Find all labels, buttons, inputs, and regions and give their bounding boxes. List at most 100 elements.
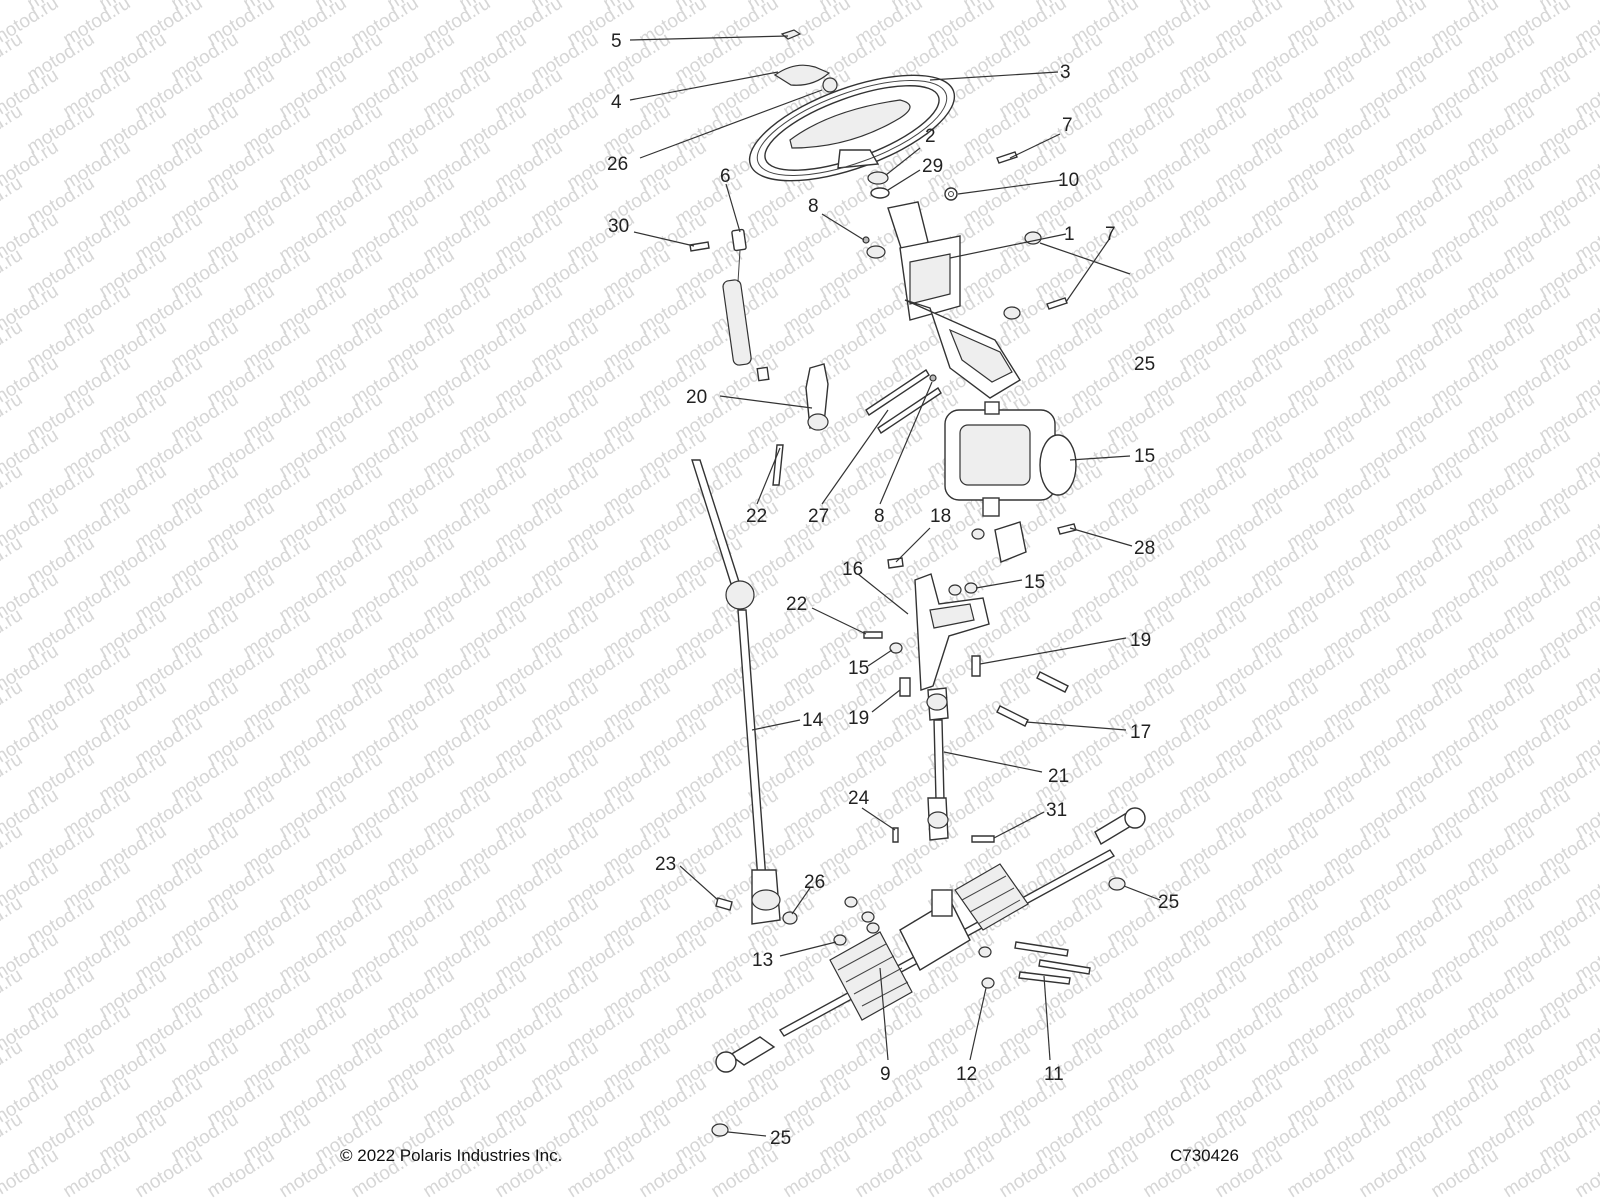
callout-17: 17 [1130,722,1151,743]
callout-28: 28 [1134,538,1155,559]
part-lower-shaft-21 [926,687,949,841]
part-nut-15-b [964,582,978,594]
watermark-text: motod.ru [1356,1145,1431,1200]
part-intermediate-shaft-14 [691,459,781,925]
watermark-text: motod.ru [0,533,26,591]
callout-9: 9 [880,1064,891,1085]
part-column-bracket [866,201,1021,399]
callout-10: 10 [1058,170,1079,191]
watermark-text: motod.ru [0,965,26,1023]
part-gas-strut [722,228,770,382]
part-bolt-19-left [899,677,911,697]
watermark-text: motod.ru [0,29,26,87]
watermark-text: motod.ru [60,1145,135,1200]
callout-27: 27 [808,506,829,527]
copyright-notice: © 2022 Polaris Industries Inc. [340,1146,563,1165]
part-nut-13-c [866,922,880,934]
watermark-text: motod.ru [780,1145,855,1200]
watermark-text: motod.ru [1500,1145,1575,1200]
callout-29: 29 [922,156,943,177]
callout-16: 16 [842,559,863,580]
callout-3: 3 [1060,62,1071,83]
part-bushing-26-low [782,911,798,925]
callout-24: 24 [848,788,870,809]
callout-1: 1 [1064,224,1075,245]
watermark-text: motod.ru [0,173,26,231]
part-nut-13-b [861,911,875,923]
watermark-text: motod.ru [1284,1145,1359,1200]
watermark-text: motod.ru [0,1109,26,1167]
watermark-text: motod.ru [0,749,26,807]
watermark-text: motod.ru [0,101,26,159]
watermark-text: motod.ru [204,1145,279,1200]
part-nut-12-b [981,977,995,989]
callout-8-mid: 8 [874,506,885,527]
callout-14: 14 [802,710,824,731]
watermark-text: motod.ru [0,1037,26,1095]
watermark-text: motod.ru [1572,1145,1600,1200]
callout-12: 12 [956,1064,977,1085]
callout-11: 11 [1044,1064,1064,1085]
callout-21: 21 [1048,766,1069,787]
watermark-text: motod.ru [0,389,26,447]
callout-7-top: 7 [1062,115,1073,136]
part-bushing-2 [867,171,889,185]
callout-30: 30 [608,216,629,237]
callout-19-right: 19 [1130,630,1151,651]
part-nut-25-d [711,1123,729,1137]
part-bolt-7-right [1046,297,1068,310]
callout-13: 13 [752,950,773,971]
watermark-text: motod.ru [564,1145,639,1200]
part-bolt-19-right [971,655,981,677]
part-pin-24 [892,827,899,843]
part-bolt-18 [887,557,904,569]
watermark-text: motod.ru [0,245,26,303]
part-bolt-17-a [1036,671,1069,693]
part-bushing-29 [870,187,890,199]
callout-5: 5 [611,31,622,52]
part-pin-8-mid [929,374,937,382]
callout-4: 4 [611,92,622,113]
part-nut-18 [971,528,985,540]
part-horn-cap [780,29,802,40]
part-bolt-7-top [996,151,1018,164]
part-steering-rack-9 [715,807,1146,1073]
watermark-text: motod.ru [708,1145,783,1200]
callout-15-unit: 15 [1134,446,1155,467]
callout-18: 18 [930,506,951,527]
callout-31: 31 [1046,800,1067,821]
part-bolt-11-a [1014,941,1069,957]
watermark-text: motod.ru [0,893,26,951]
watermark-text: motod.ru [0,605,26,663]
callout-15-right: 15 [1024,572,1045,593]
callout-25-bottom: 25 [770,1128,791,1149]
part-bolt-23 [715,897,733,911]
watermark-text: motod.ru [1068,1145,1143,1200]
part-u-joint-yoke-20 [805,363,829,431]
part-washer-10 [944,187,958,201]
watermark-text: motod.ru [0,317,26,375]
watermark-text: motod.ru [636,1145,711,1200]
part-nut-15-a [948,584,962,596]
watermark-text: motod.ru [852,1145,927,1200]
watermark-text: motod.ru [0,461,26,519]
callout-25-top: 25 [1134,354,1155,375]
callout-25-right: 25 [1158,892,1179,913]
part-steering-cover [773,64,831,86]
part-nut-13-d [833,934,847,946]
part-nut-25-b [1024,231,1042,245]
part-bolt-17-b [996,705,1029,727]
watermark-text: motod.ru [0,677,26,735]
callout-2: 2 [925,126,936,147]
callout-15-left: 15 [848,658,869,679]
part-bolt-31 [971,835,995,843]
leader-lines [629,35,1161,1137]
callout-19-left: 19 [848,708,869,729]
part-bushing-26-top [822,77,838,93]
callout-7-right: 7 [1105,224,1116,245]
callout-23: 23 [655,854,676,875]
part-bolt-22-top [772,444,784,486]
part-bolt-22-mid [863,631,883,639]
part-nut-25-c [1108,877,1126,891]
